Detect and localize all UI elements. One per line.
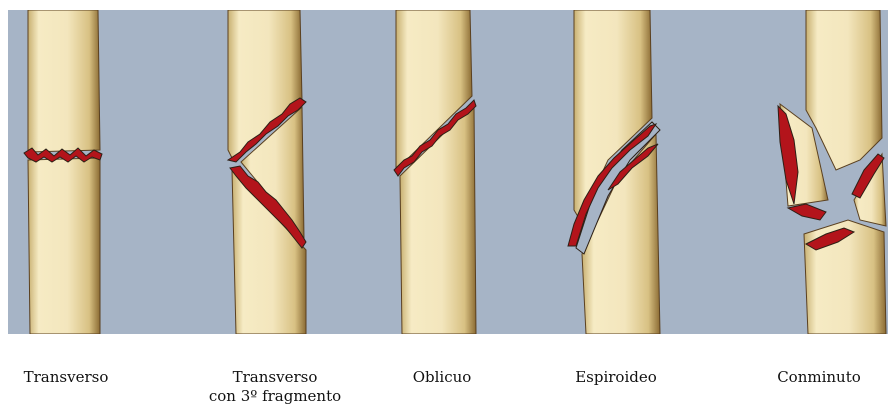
caption-line: Transverso (10, 368, 122, 387)
caption-line: Transverso (190, 368, 360, 387)
bone-lower-fragment (28, 158, 100, 334)
caption-line: con 3º fragmento (190, 387, 360, 406)
caption-conminuto: Conminuto (760, 368, 878, 387)
caption-line: Conminuto (760, 368, 878, 387)
caption-transverso-tercer-fragmento: Transverso con 3º fragmento (190, 368, 360, 406)
caption-espiroideo: Espiroideo (560, 368, 672, 387)
fracture-illustration (8, 10, 888, 334)
bone-transverso-tercer-fragmento (228, 10, 306, 334)
caption-oblicuo: Oblicuo (392, 368, 492, 387)
bone-oblicuo (394, 10, 476, 334)
bone-transverso (24, 10, 102, 334)
bone-upper-fragment (28, 10, 100, 152)
caption-line: Espiroideo (560, 368, 672, 387)
caption-transverso: Transverso (10, 368, 122, 387)
caption-line: Oblicuo (392, 368, 492, 387)
